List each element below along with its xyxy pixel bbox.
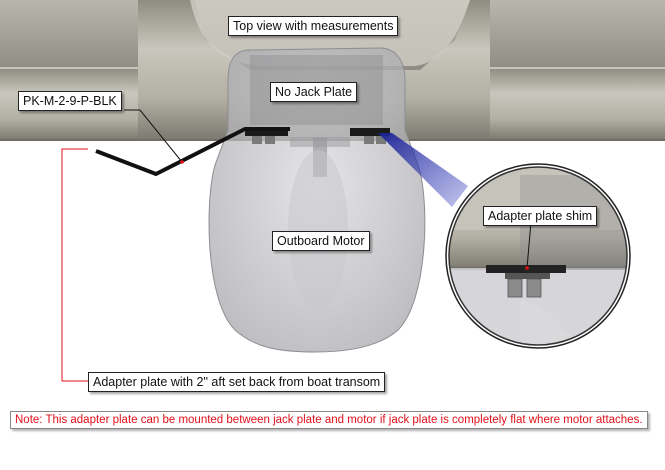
magnifier-beam bbox=[378, 133, 468, 207]
label-part-number: PK-M-2-9-P-BLK bbox=[18, 91, 122, 111]
label-adapter-plate-setback: Adapter plate with 2" aft set back from … bbox=[88, 372, 386, 392]
label-adapter-plate-shim: Adapter plate shim bbox=[483, 206, 598, 226]
leader-lines bbox=[61, 109, 532, 382]
note-text: Note: This adapter plate can be mounted … bbox=[10, 411, 648, 429]
magnifier-detail bbox=[445, 163, 631, 349]
adapter-plate bbox=[245, 128, 390, 144]
label-top-view: Top view with measurements bbox=[228, 16, 399, 36]
outboard-motor bbox=[208, 47, 426, 353]
label-outboard-motor: Outboard Motor bbox=[272, 231, 370, 251]
part-wire bbox=[95, 127, 290, 176]
label-no-jack-plate: No Jack Plate bbox=[270, 82, 358, 102]
